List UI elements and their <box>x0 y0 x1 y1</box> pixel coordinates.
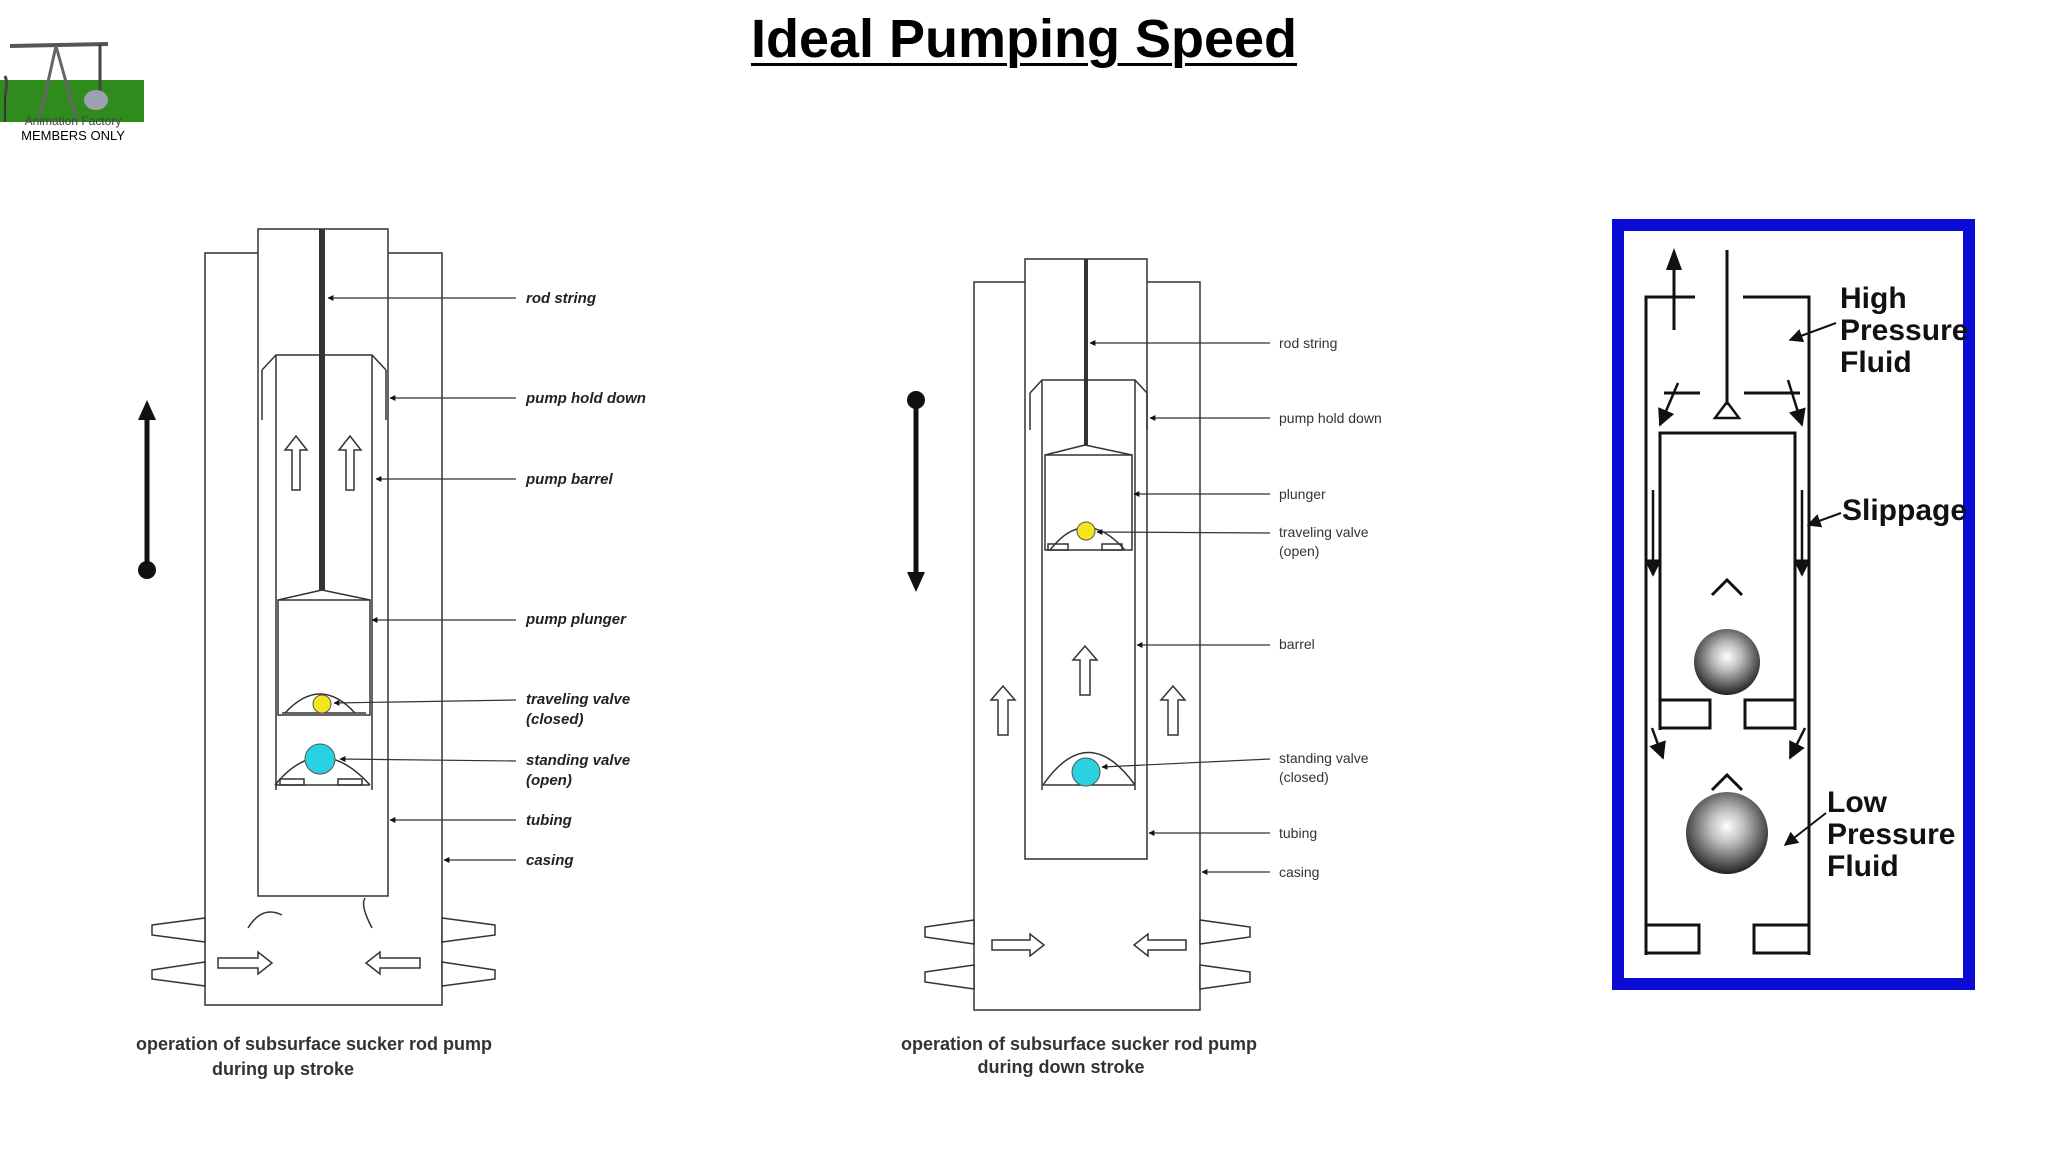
label-dn-casing: casing <box>1279 864 1319 880</box>
label-casing: casing <box>526 852 574 869</box>
label-standing-valve: standing valve <box>526 752 630 769</box>
upstroke-caption-line2: during up stroke <box>212 1059 354 1079</box>
slippage-panel <box>1612 219 1975 990</box>
label-pump-hold-down: pump hold down <box>525 390 646 407</box>
traveling-ball <box>1694 629 1760 695</box>
label-traveling-valve-state: (closed) <box>526 711 584 728</box>
pumpjack-logo <box>0 42 144 122</box>
downstroke-plunger <box>1044 454 1133 551</box>
label-dn-rod-string: rod string <box>1279 335 1337 351</box>
label-low-pressure-3: Fluid <box>1827 850 1899 883</box>
label-standing-valve-state: (open) <box>526 772 572 789</box>
label-pump-plunger: pump plunger <box>525 611 627 628</box>
label-dn-traveling-valve-state: (open) <box>1279 543 1319 559</box>
standing-ball <box>1686 792 1768 874</box>
label-dn-tubing: tubing <box>1279 825 1317 841</box>
label-dn-plunger: plunger <box>1279 486 1326 502</box>
upstroke-traveling-valve <box>312 694 332 714</box>
page-title: Ideal Pumping Speed <box>750 9 1298 69</box>
label-high-pressure-2: Pressure <box>1840 314 1968 347</box>
label-tubing: tubing <box>526 812 572 829</box>
downstroke-traveling-valve <box>1076 521 1096 541</box>
downstroke-standing-valve <box>1071 757 1101 787</box>
label-dn-standing-valve-state: (closed) <box>1279 769 1329 785</box>
label-low-pressure-1: Low <box>1827 786 1888 819</box>
downstroke-barrel <box>1029 379 1148 394</box>
label-high-pressure-3: Fluid <box>1840 346 1912 379</box>
label-dn-barrel: barrel <box>1279 636 1315 652</box>
label-dn-traveling-valve: traveling valve <box>1279 524 1369 540</box>
upstroke-standing-valve <box>304 743 336 775</box>
logo-caption-line1: Animation Factory <box>24 114 122 128</box>
logo-caption-line2: MEMBERS ONLY <box>21 128 125 143</box>
label-high-pressure-1: High <box>1840 282 1907 315</box>
upstroke-caption-line1: operation of subsurface sucker rod pump <box>136 1034 492 1054</box>
downstroke-caption-line1: operation of subsurface sucker rod pump <box>901 1034 1257 1054</box>
downstroke-caption-line2: during down stroke <box>977 1057 1144 1077</box>
label-dn-standing-valve: standing valve <box>1279 750 1369 766</box>
upstroke-plunger <box>277 599 371 716</box>
label-rod-string: rod string <box>526 290 596 307</box>
label-traveling-valve: traveling valve <box>526 691 630 708</box>
label-low-pressure-2: Pressure <box>1827 818 1955 851</box>
label-dn-pump-hold-down: pump hold down <box>1279 410 1382 426</box>
label-slippage: Slippage <box>1842 494 1967 527</box>
label-pump-barrel: pump barrel <box>525 471 614 488</box>
